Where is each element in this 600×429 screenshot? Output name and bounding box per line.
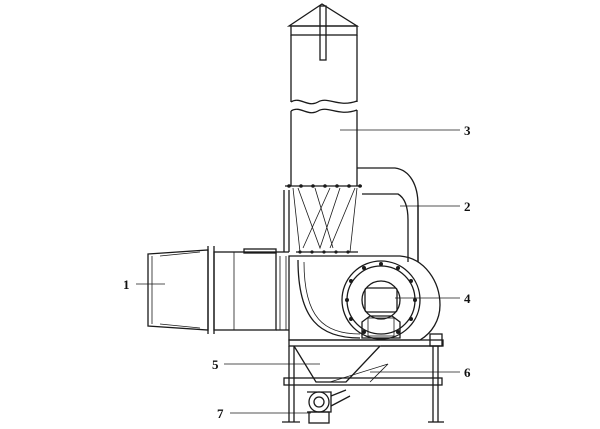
- motor-bracket-plate: [367, 317, 395, 337]
- stack-lower-walls: [290, 110, 358, 186]
- frame-top-rail: [288, 339, 444, 347]
- housing-left-wall: [283, 190, 290, 252]
- silencer-barrel: [213, 251, 277, 331]
- impeller-bolts: [345, 262, 417, 334]
- motor-bracket: [361, 315, 401, 339]
- cone-outer-legs: [292, 187, 358, 253]
- fan-housing: [283, 167, 441, 341]
- leader-lines: [136, 129, 460, 414]
- discharge-valve: [307, 389, 351, 424]
- hub-cover: [364, 287, 398, 313]
- cone-inner-bracing: [297, 187, 356, 250]
- silencer-transition: [279, 256, 287, 330]
- callout-6: 6: [464, 365, 471, 380]
- base-frame: [282, 339, 444, 423]
- silencer-top-strap: [243, 248, 277, 254]
- valve-outlet: [308, 411, 330, 424]
- impeller-assembly: [341, 260, 443, 347]
- stack-roof-cap: [286, 3, 360, 27]
- callout-2: 2: [464, 199, 471, 214]
- valve-feed-pipe: [330, 389, 351, 407]
- inlet-silencer: [147, 246, 289, 334]
- frame-right-leg: [432, 346, 439, 422]
- callout-3: 3: [464, 123, 471, 138]
- stack-vent-slot: [319, 5, 327, 61]
- volute-inner-scroll-2: [303, 261, 361, 335]
- valve-shaft: [313, 396, 325, 408]
- bellmouth-inner: [159, 251, 201, 329]
- frame-left-leg: [288, 346, 295, 422]
- flange-bolts: [287, 184, 362, 188]
- callout-4: 4: [464, 291, 471, 306]
- volute-outlet-inner: [362, 193, 409, 262]
- callout-5: 5: [212, 357, 219, 372]
- stack-break-line-top: [290, 99, 358, 105]
- hopper-chute: [329, 363, 389, 383]
- impeller-outer-ring: [341, 260, 421, 340]
- stack-upper-walls: [290, 35, 358, 102]
- frame-mid-rail: [283, 377, 443, 386]
- inlet-bellmouth: [147, 249, 209, 331]
- valve-body: [307, 391, 332, 413]
- stack-break-line-bottom: [290, 108, 358, 114]
- valve-rotor: [308, 391, 330, 413]
- volute-outlet-curve: [357, 167, 419, 262]
- exhaust-stack: [285, 3, 362, 254]
- callout-1: 1: [123, 277, 130, 292]
- impeller-hub: [361, 280, 401, 320]
- cone-base-bolts: [298, 250, 350, 254]
- impeller-bolt-circle: [346, 265, 416, 335]
- volute-body: [288, 255, 441, 341]
- callout-7: 7: [217, 406, 224, 421]
- stack-cap-band: [290, 25, 358, 36]
- volute-inner-scroll: [297, 259, 361, 339]
